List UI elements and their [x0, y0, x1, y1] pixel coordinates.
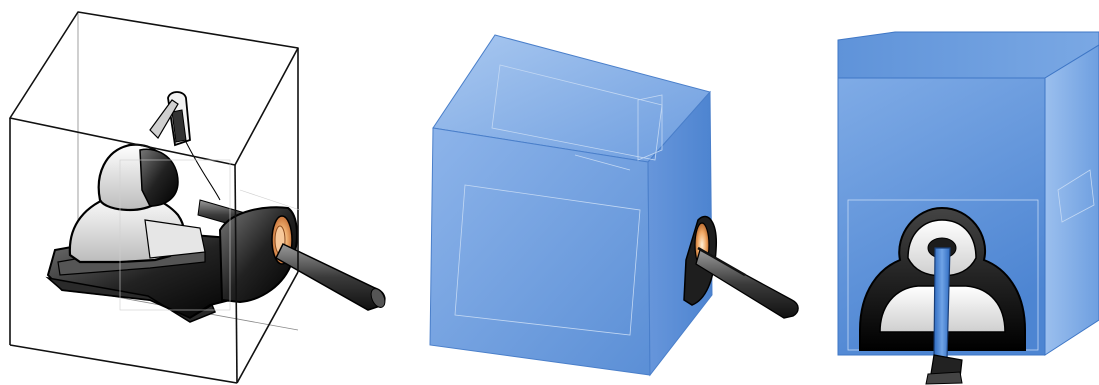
wireframe-box-illustration [0, 0, 400, 385]
panel-front-view-box [800, 0, 1099, 385]
output-rod [276, 244, 388, 310]
box-front-face [430, 128, 650, 375]
box3-side-face [1045, 45, 1099, 355]
panel-side-view-box [400, 0, 800, 385]
panel-wireframe-box [0, 0, 400, 385]
mechanism-dome [70, 145, 205, 262]
front-view-box-illustration [800, 0, 1099, 385]
side-view-box-illustration [400, 0, 800, 385]
